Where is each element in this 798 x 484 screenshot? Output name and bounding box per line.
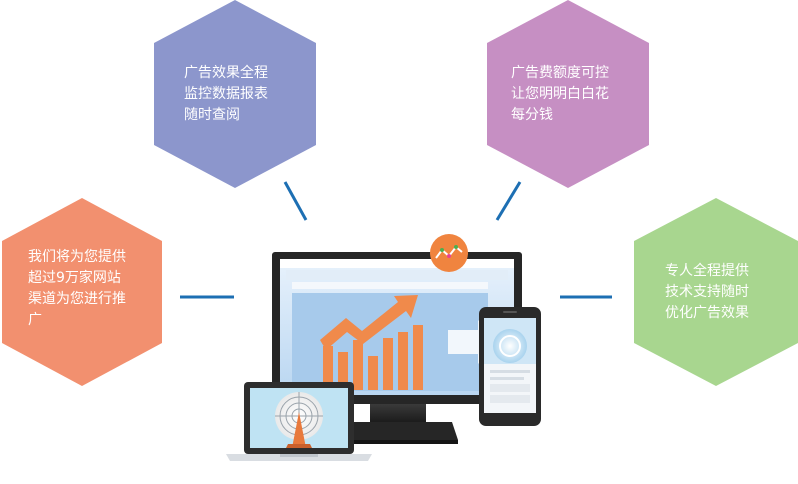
hexagon-right-text: 专人全程提供 技术支持随时 优化广告效果 (665, 263, 749, 321)
trend-badge (430, 234, 468, 272)
hexagon-left-text: 我们将为您提供 超过9万家网站 渠道为您进行推 广 (28, 249, 126, 328)
connector-top-right (495, 181, 522, 221)
hexagon-top-left (154, 0, 316, 188)
chart-bars (323, 325, 423, 390)
hexagon-right (634, 198, 798, 386)
trend-arrow (320, 295, 418, 350)
hexagon-top-right-text: 广告费额度可控 让您明明白白花 每分钱 (511, 65, 609, 123)
connector-top-left (283, 181, 308, 221)
laptop-icon (226, 382, 372, 461)
connector-lines (180, 181, 612, 299)
hexagon-left (2, 198, 162, 386)
smartphone-icon (479, 307, 541, 426)
hexagon-top-right (487, 0, 649, 188)
hexagon-top-left-text: 广告效果全程 监控数据报表 随时查阅 (184, 65, 268, 123)
